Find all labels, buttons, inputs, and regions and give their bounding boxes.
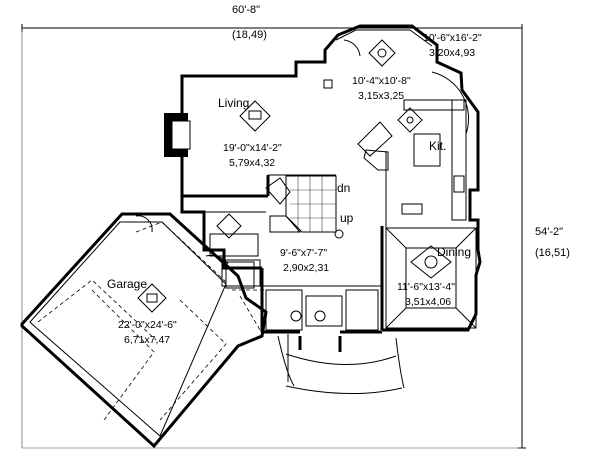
garage-size-metric: 6,71x7,47 — [124, 334, 170, 346]
dining-name: Dining — [437, 245, 471, 259]
garage-structure — [20, 212, 268, 449]
kitchen-name: Kit. — [429, 139, 446, 153]
upper-room-size-metric: 3,20x4,93 — [429, 47, 475, 59]
garage-name: Garage — [107, 277, 147, 291]
living-name: Living — [218, 96, 249, 110]
ceiling-fixtures — [137, 39, 465, 313]
width-metric: (18,49) — [232, 29, 267, 41]
den-size-imperial: 9'-6"x7'-7" — [280, 247, 327, 259]
den-size-metric: 2,90x2,31 — [283, 262, 329, 274]
dimension-lines — [21, 24, 526, 449]
stair-down-label: dn — [337, 181, 350, 195]
upper-room-size-imperial: 10'-6"x16'-2" — [423, 32, 482, 44]
garage-size-imperial: 22'-0"x24'-6" — [118, 319, 177, 331]
dining-size-metric: 3,51x4,06 — [405, 296, 451, 308]
depth-metric: (16,51) — [535, 247, 570, 259]
living-size-imperial: 19'-0"x14'-2" — [223, 142, 282, 154]
depth-imperial: 54'-2" — [535, 226, 563, 238]
nook-size-metric: 3,15x3,25 — [358, 90, 404, 102]
stair-up-label: up — [340, 211, 354, 225]
dining-size-imperial: 11'-6"x13'-4" — [397, 281, 455, 293]
house-walls — [164, 24, 482, 395]
width-imperial: 60'-8" — [232, 4, 260, 16]
nook-size-imperial: 10'-4"x10'-8" — [352, 75, 411, 87]
living-size-metric: 5,79x4,32 — [229, 157, 275, 169]
